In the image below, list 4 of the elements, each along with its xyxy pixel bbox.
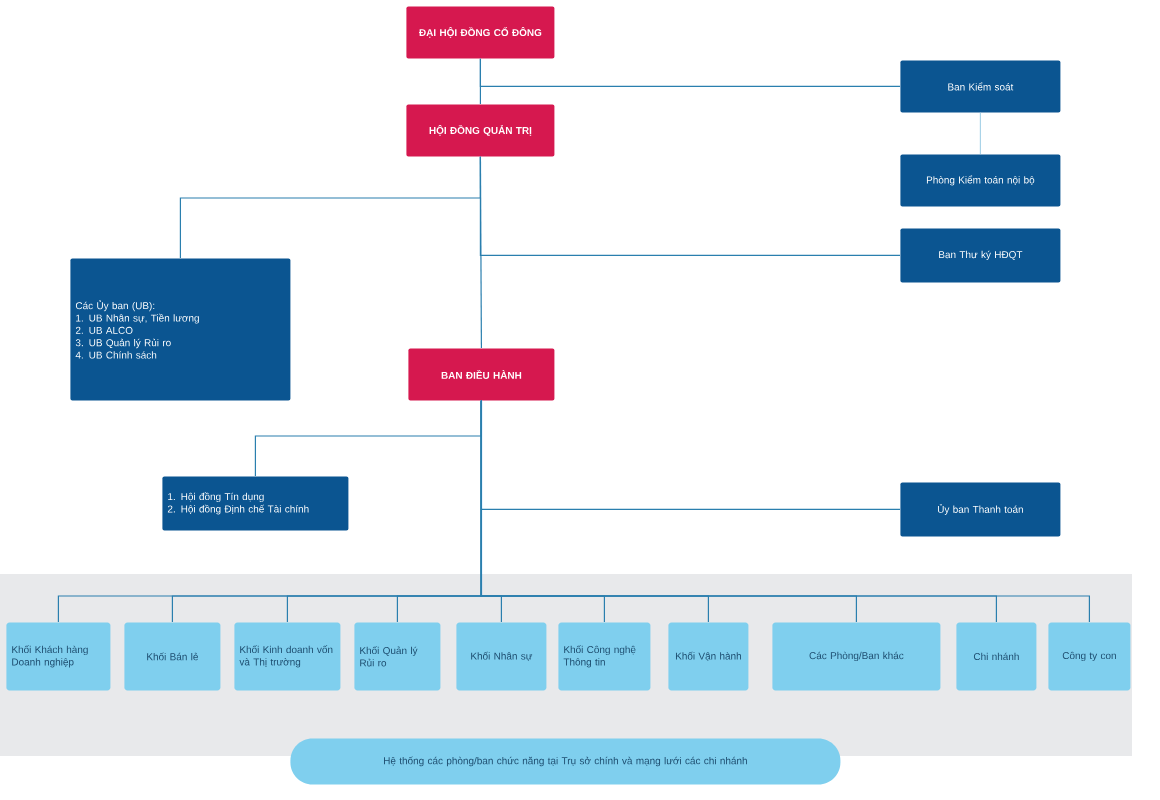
connector-line (479, 156, 482, 349)
connector-line (979, 112, 981, 155)
connector-line (480, 400, 1090, 623)
connector-line (479, 58, 901, 87)
